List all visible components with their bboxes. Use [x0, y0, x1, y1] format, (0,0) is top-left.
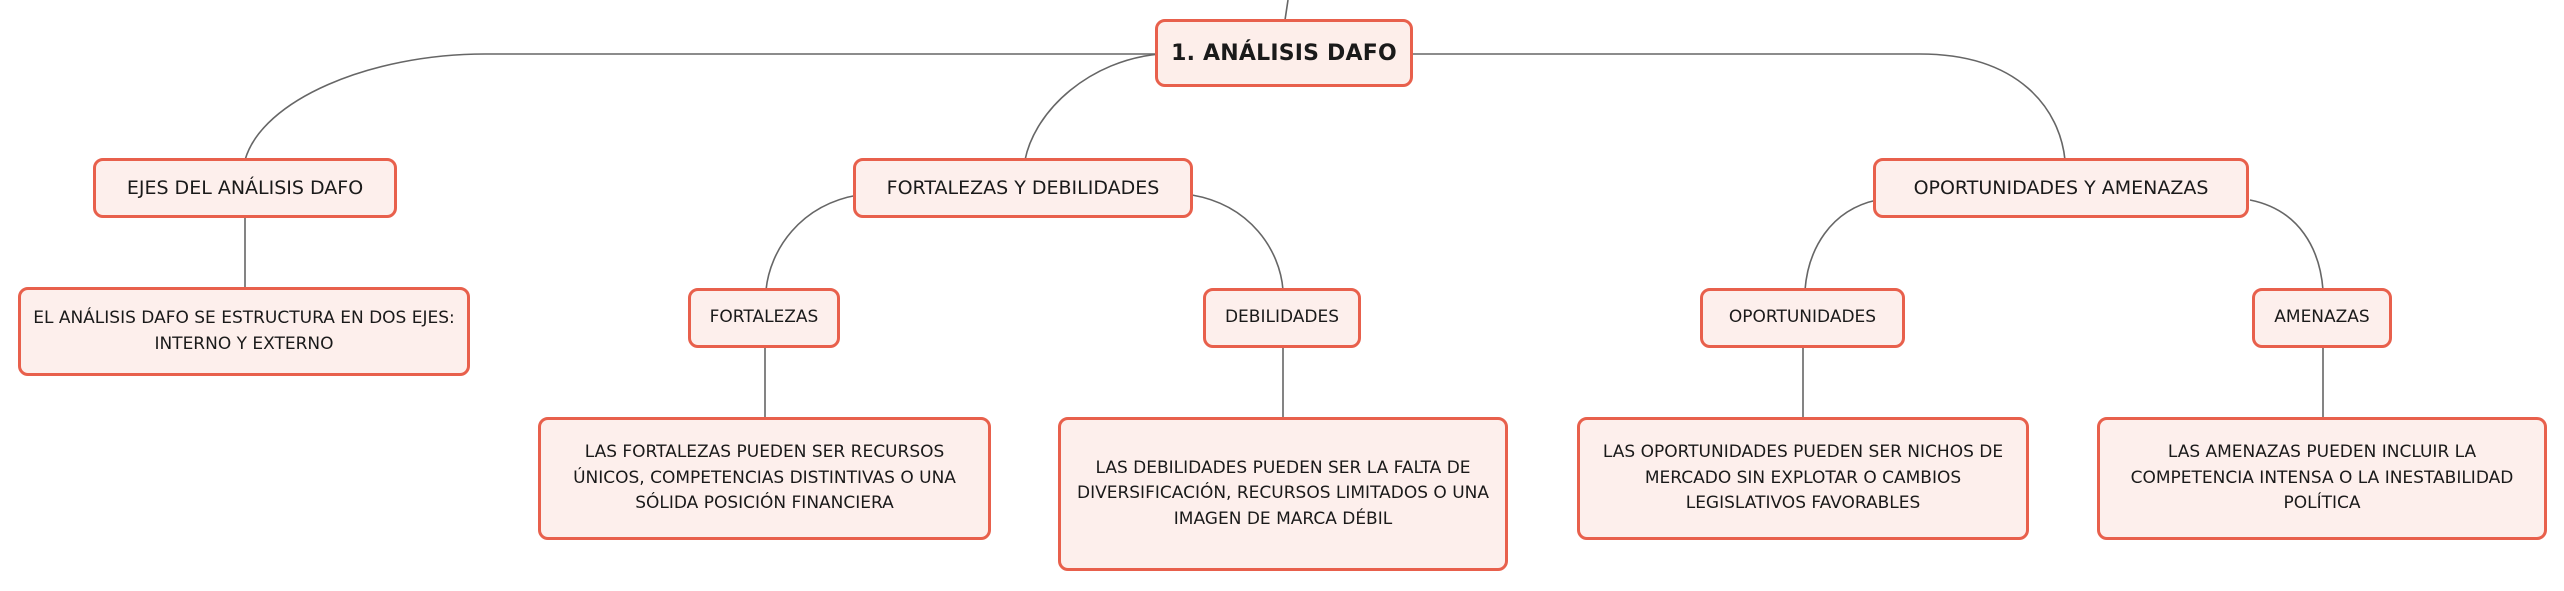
root-topic[interactable]: 1. ANÁLISIS DAFO — [1155, 19, 1413, 87]
connector-root-to-fortalezas-debilidades — [1024, 53, 1161, 161]
topic-oportunidades-amenazas-label: OPORTUNIDADES Y AMENAZAS — [1913, 176, 2209, 199]
connector-root-to-oportunidades-amenazas — [1412, 53, 2066, 161]
detail-debilidades-text: LAS DEBILIDADES PUEDEN SER LA FALTA DE D… — [1076, 457, 1490, 529]
topic-fortalezas[interactable]: FORTALEZAS — [688, 288, 840, 348]
topic-oportunidades-label: OPORTUNIDADES — [1728, 307, 1877, 328]
detail-ejes[interactable]: EL ANÁLISIS DAFO SE ESTRUCTURA EN DOS EJ… — [18, 287, 470, 376]
detail-ejes-text: EL ANÁLISIS DAFO SE ESTRUCTURA EN DOS EJ… — [33, 308, 455, 354]
topic-ejes-label: EJES DEL ANÁLISIS DAFO — [126, 176, 364, 199]
topic-fortalezas-debilidades[interactable]: FORTALEZAS Y DEBILIDADES — [853, 158, 1193, 218]
detail-amenazas-text: LAS AMENAZAS PUEDEN INCLUIR LA COMPETENC… — [2130, 442, 2514, 514]
topic-ejes[interactable]: EJES DEL ANÁLISIS DAFO — [93, 158, 397, 218]
detail-amenazas[interactable]: LAS AMENAZAS PUEDEN INCLUIR LA COMPETENC… — [2097, 417, 2547, 540]
connector-root-to-ejes — [244, 53, 1160, 161]
detail-fortalezas[interactable]: LAS FORTALEZAS PUEDEN SER RECURSOS ÚNICO… — [538, 417, 991, 540]
topic-oportunidades-amenazas[interactable]: OPORTUNIDADES Y AMENAZAS — [1873, 158, 2249, 218]
topic-amenazas-label: AMENAZAS — [2274, 307, 2370, 328]
detail-debilidades[interactable]: LAS DEBILIDADES PUEDEN SER LA FALTA DE D… — [1058, 417, 1508, 571]
connector-oa-to-oportunidades — [1804, 199, 1878, 291]
topic-debilidades[interactable]: DEBILIDADES — [1203, 288, 1361, 348]
topic-amenazas[interactable]: AMENAZAS — [2252, 288, 2392, 348]
connector-fd-to-debilidades — [1191, 194, 1284, 291]
detail-fortalezas-text: LAS FORTALEZAS PUEDEN SER RECURSOS ÚNICO… — [573, 442, 956, 514]
topic-debilidades-label: DEBILIDADES — [1224, 307, 1340, 328]
topic-fortalezas-label: FORTALEZAS — [709, 307, 819, 328]
connector-oa-to-amenazas — [2249, 199, 2324, 291]
connector-fd-to-fortalezas — [765, 194, 859, 291]
detail-oportunidades[interactable]: LAS OPORTUNIDADES PUEDEN SER NICHOS DE M… — [1577, 417, 2029, 540]
detail-oportunidades-text: LAS OPORTUNIDADES PUEDEN SER NICHOS DE M… — [1602, 442, 2004, 514]
root-topic-label: 1. ANÁLISIS DAFO — [1171, 40, 1397, 66]
topic-fortalezas-debilidades-label: FORTALEZAS Y DEBILIDADES — [886, 176, 1160, 199]
connector-parent-to-root — [1284, 0, 1289, 21]
topic-oportunidades[interactable]: OPORTUNIDADES — [1700, 288, 1905, 348]
